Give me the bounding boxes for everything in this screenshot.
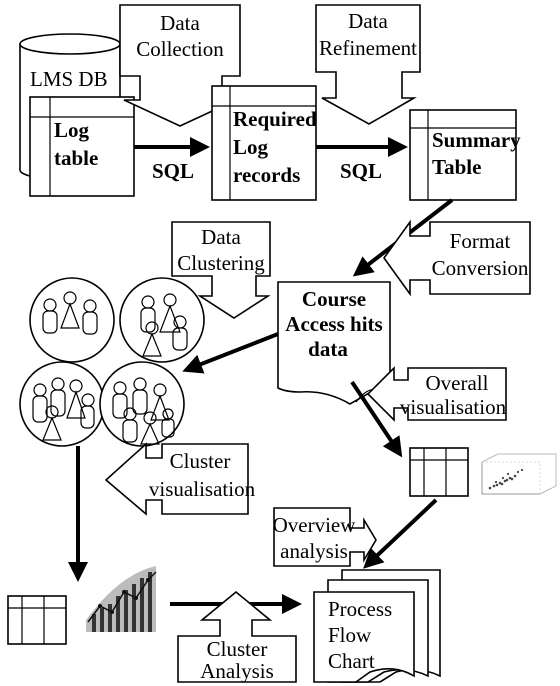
course-access-line-1: Course xyxy=(302,287,366,311)
cluster-visualisation-line-1: Cluster xyxy=(170,449,231,473)
data-refinement-callout: Data Refinement xyxy=(315,4,421,125)
data-clustering-callout: Data Clustering xyxy=(171,221,271,319)
sql-label-2: SQL xyxy=(340,159,382,183)
cluster-analysis-callout: Cluster Analysis xyxy=(177,590,297,683)
cluster-table-icon xyxy=(7,595,67,645)
overall-visualisation-line-1: Overall xyxy=(426,371,489,395)
format-conversion-line-1: Format xyxy=(450,229,511,253)
format-conversion-callout: Format Conversion xyxy=(383,219,531,297)
process-flow-line-2: Flow xyxy=(328,623,372,647)
course-access-line-2: Access hits xyxy=(285,312,382,336)
course-to-clusters-arrow xyxy=(182,332,279,374)
log-table-box: Log table xyxy=(29,96,135,197)
clusters-people-icon xyxy=(19,277,205,447)
data-clustering-line-2: Clustering xyxy=(177,251,265,275)
overview-analysis-callout: Overview analysis xyxy=(273,507,377,567)
cluster-analysis-line-2: Analysis xyxy=(200,659,274,683)
summary-table-line-1: Summary xyxy=(432,128,521,152)
summary-table-line-2: Table xyxy=(432,155,481,179)
overview-analysis-line-2: analysis xyxy=(280,539,348,563)
process-flow-chart-documents: Process Flow Chart xyxy=(313,569,441,683)
data-collection-line-1: Data xyxy=(160,11,200,35)
sql-label-1: SQL xyxy=(152,159,194,183)
format-conversion-line-2: Conversion xyxy=(432,256,529,280)
data-collection-callout: Data Collection xyxy=(119,4,241,127)
data-collection-line-2: Collection xyxy=(136,37,224,61)
data-clustering-line-1: Data xyxy=(201,225,241,249)
cluster-visualisation-line-2: visualisation xyxy=(149,477,256,501)
required-log-records-line-1: Required xyxy=(233,107,317,131)
overall-visualisation-line-2: visualisation xyxy=(400,395,507,419)
bar-line-chart-thumbnail-icon xyxy=(86,566,157,632)
required-log-records-line-3: records xyxy=(233,163,300,187)
data-refinement-line-1: Data xyxy=(348,9,388,33)
required-log-records-line-2: Log xyxy=(233,135,269,159)
log-table-line-2: table xyxy=(54,146,98,170)
cluster-visualisation-callout: Cluster visualisation xyxy=(104,442,256,516)
course-to-overall-arrow xyxy=(350,380,403,458)
scatter-3d-thumbnail-icon xyxy=(481,453,557,495)
required-log-records-box: Required Log records xyxy=(211,85,317,201)
summary-table-box: Summary Table xyxy=(409,109,521,201)
process-flow-line-3: Chart xyxy=(328,649,375,673)
data-refinement-line-2: Refinement xyxy=(319,36,417,60)
overview-analysis-line-1: Overview xyxy=(273,513,357,537)
lms-db-label: LMS DB xyxy=(30,67,108,91)
cluster-analysis-line-1: Cluster xyxy=(207,637,268,661)
course-access-line-3: data xyxy=(308,337,348,361)
overall-table-icon xyxy=(409,447,469,497)
process-flow-line-1: Process xyxy=(328,597,392,621)
overall-to-process-arrow xyxy=(363,498,438,569)
log-table-line-1: Log xyxy=(54,118,90,142)
course-access-hits-document: Course Access hits data xyxy=(277,281,391,405)
overall-visualisation-callout: Overall visualisation xyxy=(366,366,507,422)
